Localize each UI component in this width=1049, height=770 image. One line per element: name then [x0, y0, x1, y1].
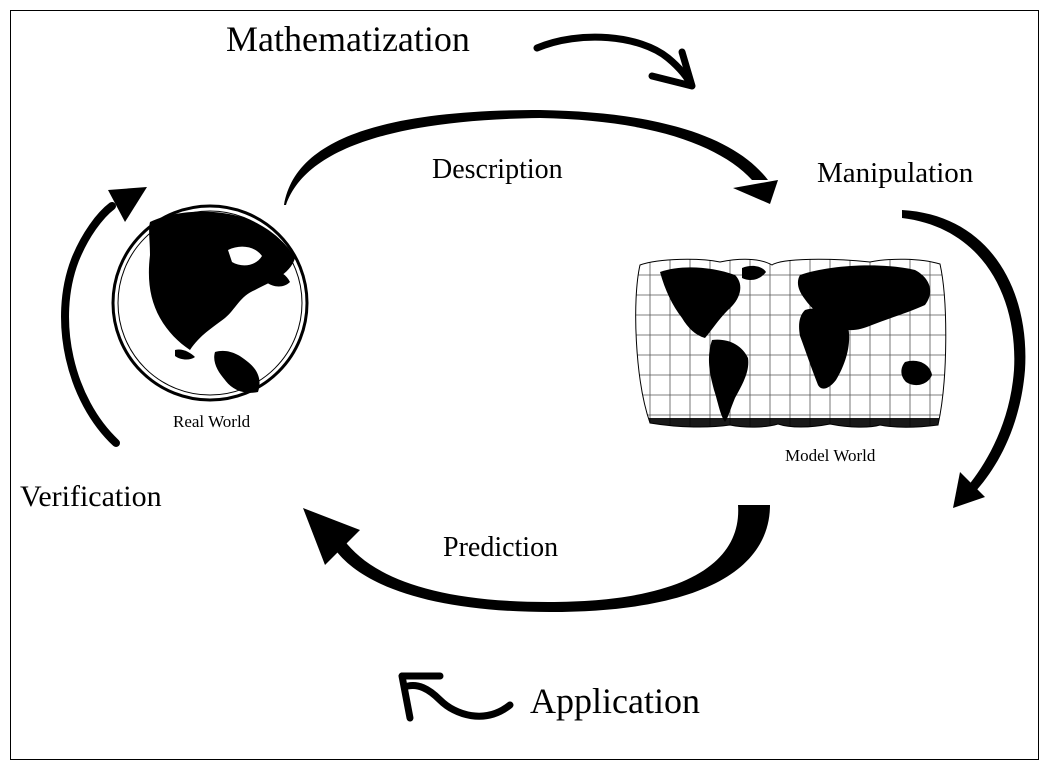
prediction-label: Prediction [443, 532, 559, 563]
manipulation-label: Manipulation [817, 157, 974, 189]
mathematization-arrow [533, 33, 696, 90]
real-world-label: Real World [173, 412, 251, 431]
world-map-icon [635, 258, 947, 428]
prediction-arrow [303, 505, 770, 612]
description-label: Description [432, 154, 563, 185]
diagram-frame [10, 10, 1039, 760]
verification-arrow [61, 187, 147, 447]
application-label: Application [530, 681, 700, 721]
verification-label: Verification [20, 480, 162, 513]
globe-icon [111, 204, 309, 402]
model-world-label: Model World [785, 446, 876, 465]
description-arrow [284, 110, 778, 205]
mathematization-label: Mathematization [226, 19, 470, 59]
application-arrow [398, 672, 514, 722]
manipulation-arrow [902, 210, 1026, 508]
